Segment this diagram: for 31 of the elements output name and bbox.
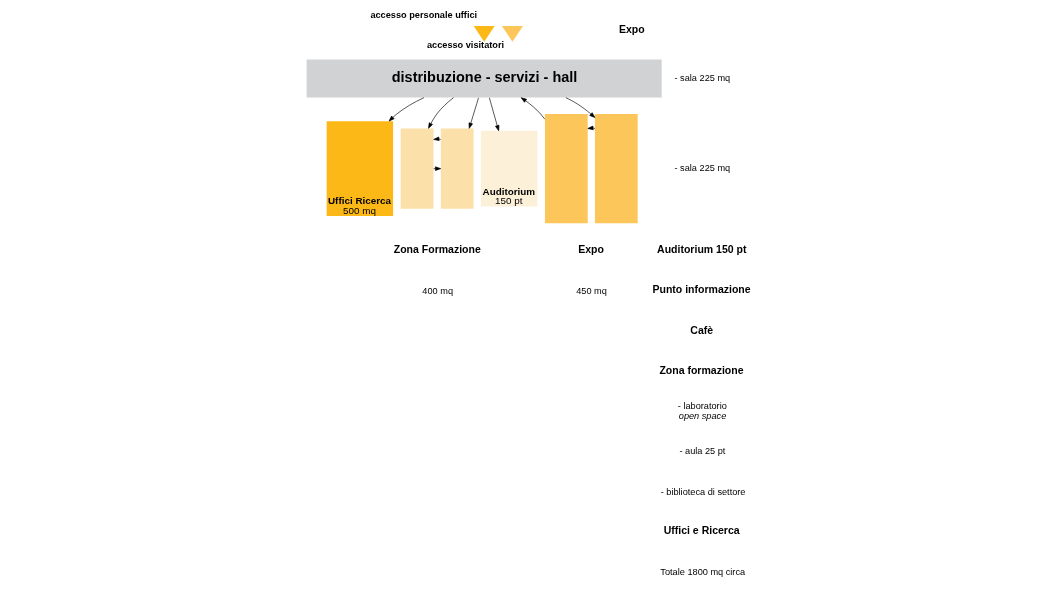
arrow bbox=[565, 97, 596, 118]
node-box: distribuzione - servizi - hall bbox=[306, 59, 662, 98]
arrow bbox=[587, 125, 596, 131]
arrow bbox=[433, 166, 441, 171]
node-label: accesso personale uffici bbox=[370, 9, 478, 20]
node-box bbox=[545, 114, 588, 224]
label: Auditorium 150 pt bbox=[657, 243, 747, 256]
label: Zona Formazione bbox=[393, 243, 481, 256]
label: Uffici e Ricerca bbox=[663, 524, 740, 537]
label: Expo bbox=[618, 23, 645, 36]
arrow bbox=[428, 97, 454, 129]
label: - laboratorio open space bbox=[677, 401, 727, 421]
node-box: Auditorium 150 pt bbox=[480, 130, 538, 207]
label: Totale 1800 mq circa bbox=[660, 566, 746, 577]
arrow bbox=[433, 136, 441, 141]
arrow bbox=[520, 97, 546, 120]
label: 450 mq bbox=[576, 286, 607, 297]
label: - sala 225 mq bbox=[674, 163, 731, 174]
label: - aula 25 pt bbox=[679, 446, 726, 457]
label: 400 mq bbox=[422, 286, 454, 297]
label: Cafè bbox=[690, 323, 714, 336]
label: Expo bbox=[578, 243, 604, 256]
label: Punto informazione bbox=[652, 283, 751, 296]
arrow bbox=[468, 97, 479, 129]
label: Zona formazione bbox=[659, 363, 744, 376]
label: - biblioteca di settore bbox=[660, 486, 746, 497]
node-label: accesso visitatori bbox=[426, 40, 505, 51]
label: - sala 225 mq bbox=[674, 72, 731, 83]
arrow bbox=[489, 97, 500, 132]
node-box: Uffici Ricerca 500 mq bbox=[326, 121, 394, 216]
arrow bbox=[388, 97, 425, 122]
